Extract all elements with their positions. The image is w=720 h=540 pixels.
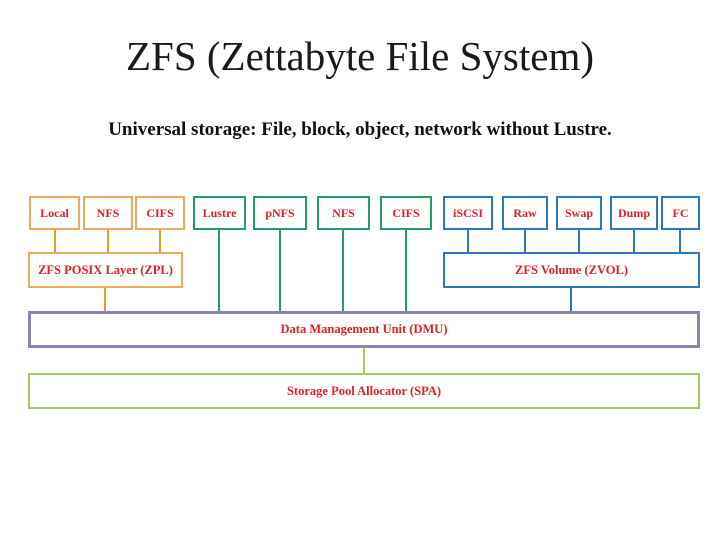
layer-dmu: Data Management Unit (DMU)	[28, 311, 700, 348]
box-local: Local	[29, 196, 80, 230]
box-cifs-network: CIFS	[380, 196, 432, 230]
connector-cifs-zpl	[159, 230, 161, 252]
layer-zvol: ZFS Volume (ZVOL)	[443, 252, 700, 288]
box-fc: FC	[661, 196, 700, 230]
box-iscsi: iSCSI	[443, 196, 493, 230]
box-nfs-posix: NFS	[83, 196, 133, 230]
layer-zpl: ZFS POSIX Layer (ZPL)	[28, 252, 183, 288]
box-lustre: Lustre	[193, 196, 246, 230]
box-pnfs: pNFS	[253, 196, 307, 230]
connector-zpl-dmu	[104, 288, 106, 311]
zfs-architecture-diagram: Local NFS CIFS Lustre pNFS NFS CIFS iSCS…	[28, 196, 700, 409]
layer-spa: Storage Pool Allocator (SPA)	[28, 373, 700, 409]
connector-dmu-spa	[363, 348, 365, 373]
box-nfs-network: NFS	[317, 196, 370, 230]
page-subtitle: Universal storage: File, block, object, …	[108, 119, 612, 140]
page-title: ZFS (Zettabyte File System)	[125, 33, 595, 79]
connector-fc-zvol	[679, 230, 681, 252]
connector-swap-zvol	[578, 230, 580, 252]
box-dump: Dump	[610, 196, 658, 230]
connector-lustre-dmu	[218, 230, 220, 311]
connector-dump-zvol	[633, 230, 635, 252]
connector-nfs-zpl	[107, 230, 109, 252]
connector-raw-zvol	[524, 230, 526, 252]
connector-local-zpl	[54, 230, 56, 252]
connector-cifs-dmu	[405, 230, 407, 311]
box-cifs-posix: CIFS	[135, 196, 185, 230]
connector-zvol-dmu	[570, 288, 572, 311]
box-swap: Swap	[556, 196, 602, 230]
box-raw: Raw	[502, 196, 548, 230]
connector-iscsi-zvol	[467, 230, 469, 252]
connector-pnfs-dmu	[279, 230, 281, 311]
connector-nfs-dmu	[342, 230, 344, 311]
